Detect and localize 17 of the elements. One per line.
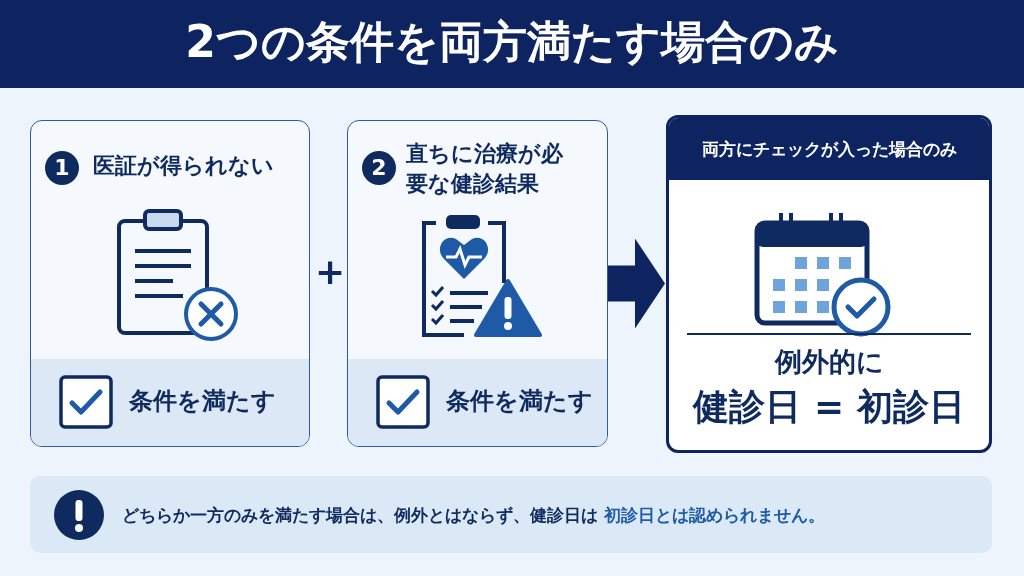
number-badge: 1: [45, 151, 79, 185]
condition-label: 条件を満たす: [129, 386, 276, 417]
condition-card: [347, 120, 608, 447]
card-heading: 直ちに治療が必要な健診結果: [406, 140, 564, 198]
condition-label: 条件を満たす: [446, 386, 593, 417]
result-card: [666, 115, 992, 453]
condition-card: [30, 120, 310, 447]
number-badge: 2: [362, 151, 396, 185]
plus-sign: +: [315, 252, 346, 292]
arrow: [608, 238, 665, 329]
title-text: 2つの条件を両方満たす場合のみ: [184, 15, 840, 69]
note-band: [30, 476, 992, 553]
result-subtitle: 例外的に: [773, 345, 885, 379]
result-equation: 健診日 = 初診日: [691, 385, 966, 429]
card-heading: 医証が得られない: [93, 152, 275, 180]
result-heading: 両方にチェックが入った場合のみ: [669, 118, 989, 180]
note-text: どちらか一方のみを満たす場合は、例外とはならず、健診日は 初診日とは認められません。: [122, 504, 825, 527]
